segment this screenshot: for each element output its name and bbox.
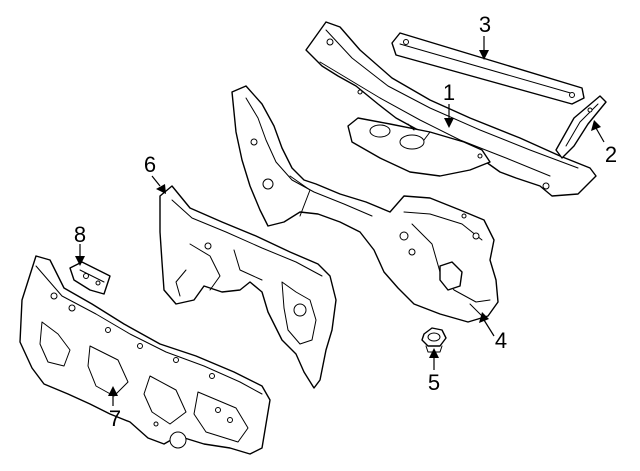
part-5-nut[interactable] xyxy=(421,327,447,353)
callout-4: 4 xyxy=(495,328,507,353)
part-7-front-insulator[interactable] xyxy=(19,255,271,455)
part-2-bracket[interactable] xyxy=(555,95,607,159)
callout-2: 2 xyxy=(605,142,617,167)
part-3-brace[interactable] xyxy=(391,32,585,105)
part-4-dash-side-panel[interactable] xyxy=(231,85,499,323)
callout-3: 3 xyxy=(479,12,491,37)
part-8-pad[interactable] xyxy=(69,261,111,295)
callout-1: 1 xyxy=(443,80,455,105)
callout-7: 7 xyxy=(109,406,121,431)
callout-5: 5 xyxy=(428,370,440,395)
callout-6: 6 xyxy=(144,152,156,177)
callout-8: 8 xyxy=(74,222,86,247)
callouts: 1 2 3 4 5 6 7 8 xyxy=(74,12,617,431)
leader-lines xyxy=(75,36,605,406)
part-1-cowl-panel[interactable] xyxy=(305,21,597,197)
part-6-dash-insulator[interactable] xyxy=(159,185,337,389)
